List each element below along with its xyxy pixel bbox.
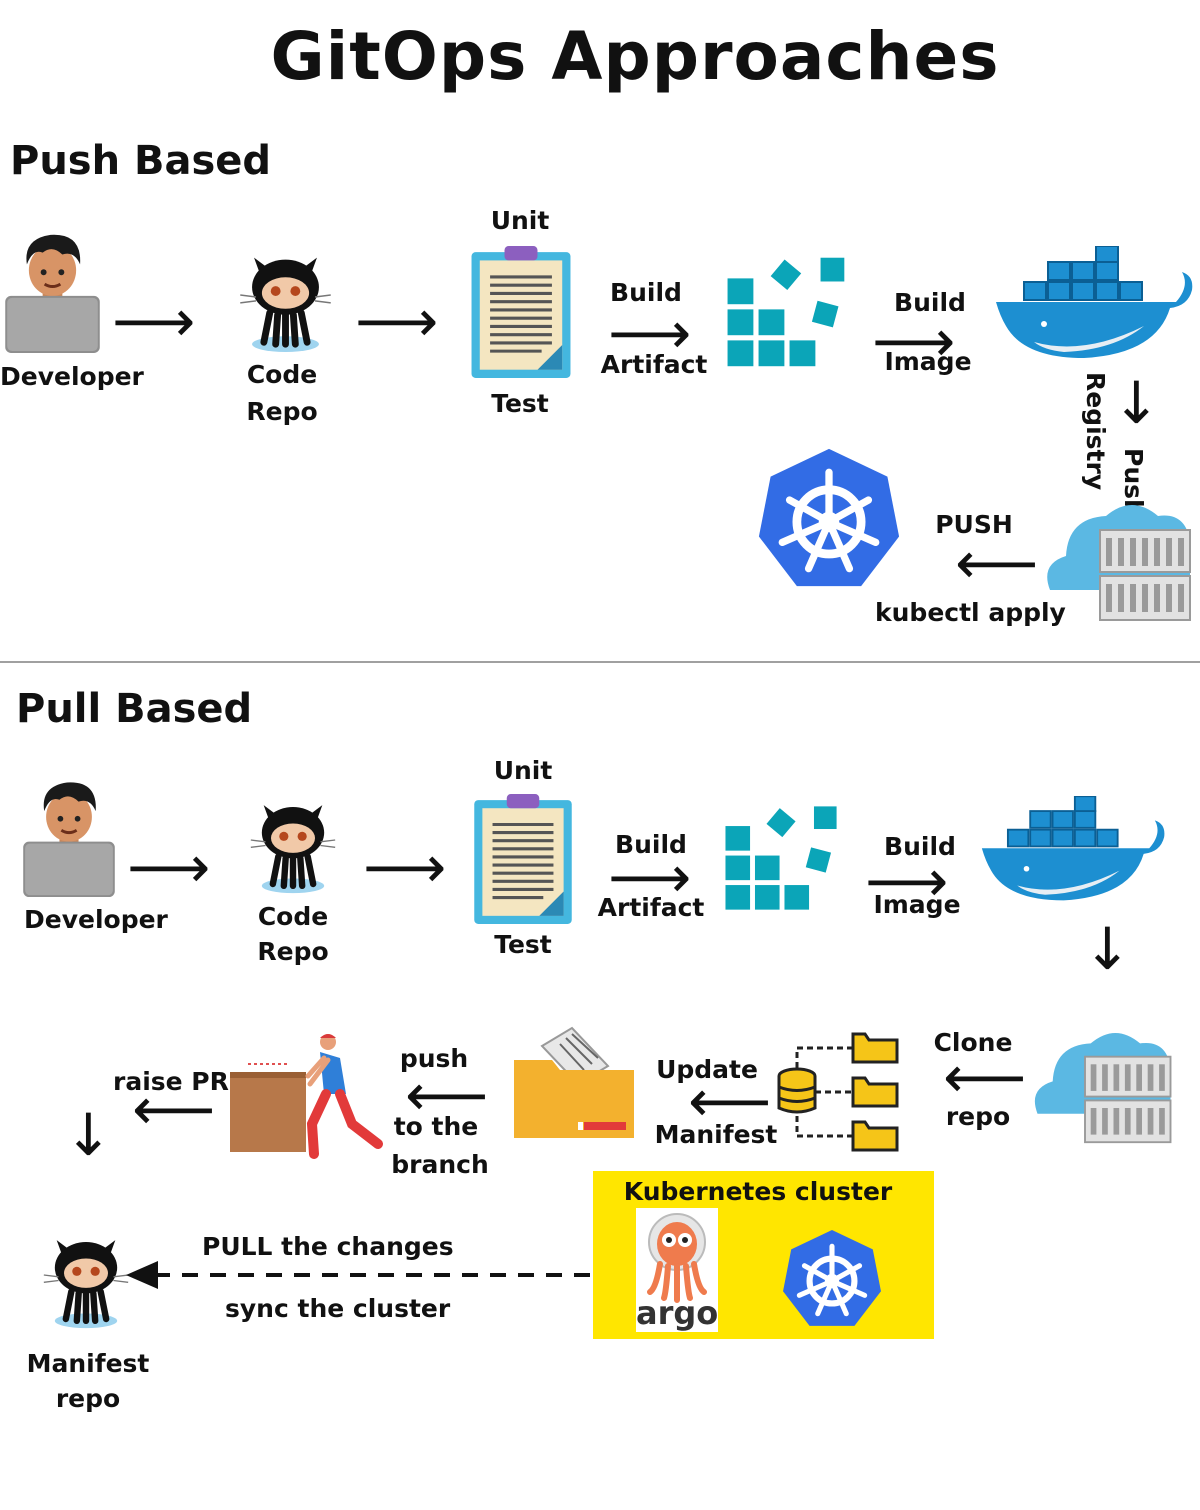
docker-whale-icon [980, 796, 1166, 908]
clipboard-icon [469, 246, 573, 380]
push-based-heading: Push Based [10, 138, 272, 184]
image-label: Image [873, 890, 961, 919]
page-title: GitOps Approaches [270, 18, 1000, 95]
developer-label: Developer [0, 362, 144, 391]
build-label: Build [884, 832, 956, 861]
arrow-left-icon: ⟵ [688, 1067, 772, 1135]
arrow-right-icon: ⟶ [127, 833, 211, 901]
developer-icon [17, 773, 121, 897]
arrow-left-icon: ⟵ [955, 529, 1039, 597]
arrow-right-icon: ⟶ [608, 843, 692, 911]
argo-label: argo [636, 1294, 719, 1332]
test-label: Test [494, 930, 552, 959]
to-the-label: to the [393, 1112, 479, 1141]
repo-label: repo [945, 1102, 1011, 1131]
section-divider [0, 661, 1200, 663]
update-label: Update [656, 1055, 758, 1084]
manifest-label: Manifest [654, 1120, 778, 1149]
sync-cluster-label: sync the cluster [225, 1294, 451, 1323]
build-label: Build [615, 830, 687, 859]
pull-changes-label: PULL the changes [202, 1232, 454, 1261]
registry-label: Registry [1081, 372, 1110, 491]
kubernetes-icon [780, 1228, 884, 1330]
test-label: Test [491, 389, 549, 418]
kubernetes-icon [754, 446, 904, 592]
developer-label: Developer [24, 905, 168, 934]
clipboard-icon [472, 794, 574, 926]
octocat-icon [233, 236, 338, 354]
pull-based-heading: Pull Based [16, 686, 253, 732]
arrow-left-icon: ⟵ [405, 1061, 489, 1129]
artifact-blocks-icon [724, 804, 842, 914]
arrow-left-icon: ⟵ [943, 1043, 1027, 1111]
push-deploy-label: PUSH [935, 510, 1013, 539]
folder-icon [514, 1026, 634, 1138]
artifact-blocks-icon [726, 255, 850, 371]
arrow-down-icon: ↓ [64, 1101, 113, 1169]
build-label: Build [610, 278, 682, 307]
arrow-down-icon: ↓ [1112, 369, 1161, 437]
kubectl-apply-label: kubectl apply [875, 598, 1066, 627]
cloud-registry-icon [1028, 1022, 1180, 1156]
arrow-left-icon: ⟵ [132, 1075, 216, 1143]
unit-label: Unit [490, 206, 550, 235]
docker-whale-icon [992, 246, 1196, 366]
arrow-right-icon: ⟶ [355, 287, 439, 355]
raise-pr-label: raise PR [113, 1067, 229, 1096]
kubernetes-cluster-label: Kubernetes cluster [623, 1177, 893, 1206]
push-label: push [399, 1044, 469, 1073]
artifact-label: Artifact [600, 350, 708, 379]
octocat-icon [241, 785, 345, 895]
build-label: Build [894, 288, 966, 317]
argo-octopus-icon [647, 1213, 707, 1303]
arrow-right-icon: ⟶ [112, 287, 196, 355]
unit-label: Unit [493, 756, 553, 785]
cloud-registry-icon [1040, 494, 1200, 634]
database-tree-icon [777, 1032, 899, 1152]
push-box-person-icon [230, 1034, 383, 1159]
arrow-right-icon: ⟶ [872, 307, 956, 375]
arrow-right-icon: ⟶ [363, 833, 447, 901]
argo-icon: argo [636, 1208, 718, 1332]
artifact-label: Artifact [597, 893, 705, 922]
dashed-arrow-left-icon [126, 1261, 592, 1289]
arrow-right-icon: ⟶ [608, 299, 692, 367]
arrow-down-icon: ↓ [1083, 915, 1132, 983]
image-label: Image [884, 347, 972, 376]
clone-label: Clone [933, 1028, 1013, 1057]
branch-label: branch [391, 1150, 489, 1179]
octocat-icon [34, 1220, 138, 1330]
developer-icon [0, 225, 105, 353]
arrow-right-icon: ⟶ [865, 847, 949, 915]
